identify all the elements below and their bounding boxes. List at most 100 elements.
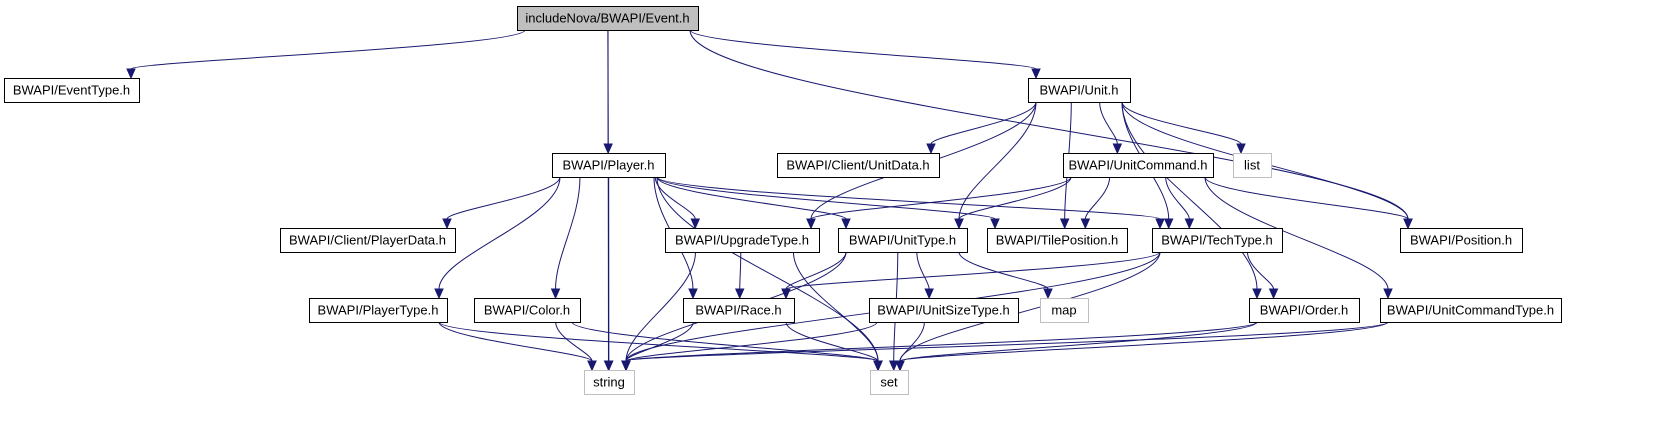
node-position[interactable]: BWAPI/Position.h	[1400, 228, 1523, 253]
node-box	[869, 298, 1019, 323]
node-set: set	[870, 370, 909, 395]
edge-line	[1121, 101, 1258, 290]
node-box	[517, 6, 699, 31]
edge-line	[1204, 176, 1409, 220]
edge-line	[1084, 176, 1111, 220]
arrowhead	[604, 360, 614, 372]
node-box	[309, 298, 448, 323]
edge-unit-to-unitcommand	[1099, 101, 1123, 155]
edge-line	[654, 176, 696, 220]
node-event[interactable]: includeNova/BWAPI/Event.h	[517, 6, 699, 31]
edge-unitcommand-to-tileposition	[1080, 176, 1111, 230]
node-label: BWAPI/TilePosition.h	[996, 233, 1119, 248]
edge-line	[625, 321, 1389, 362]
arrowhead	[1155, 218, 1165, 230]
node-label: BWAPI/TechType.h	[1161, 233, 1273, 248]
edge-line	[899, 321, 1389, 362]
node-box	[1400, 228, 1523, 253]
arrowhead	[1112, 143, 1123, 155]
edge-unittype-to-map	[958, 251, 1053, 300]
edge-line	[958, 176, 1072, 220]
arrowhead	[873, 360, 883, 372]
node-unit[interactable]: BWAPI/Unit.h	[1028, 78, 1131, 103]
node-label: BWAPI/PlayerType.h	[318, 303, 439, 318]
edge-line	[689, 29, 1037, 70]
edge-race-to-set	[785, 321, 883, 372]
edge-line	[438, 176, 561, 290]
node-box	[1380, 298, 1562, 323]
edge-unitcommand-to-upgradetype	[806, 176, 1072, 230]
node-unitcommand[interactable]: BWAPI/UnitCommand.h	[1063, 153, 1214, 178]
node-box	[584, 370, 635, 395]
node-playertype[interactable]: BWAPI/PlayerType.h	[309, 298, 448, 323]
edge-line	[446, 176, 561, 220]
arrowhead	[990, 218, 1000, 230]
edge-unittype-to-unitsizetype	[916, 251, 934, 300]
edge-line	[1204, 176, 1389, 290]
arrowhead	[434, 288, 444, 300]
arrowhead	[1163, 218, 1174, 230]
edge-player-to-string	[604, 176, 614, 372]
arrowhead	[1252, 288, 1262, 300]
edge-unitcommand-to-unitcommandtype	[1204, 176, 1393, 300]
node-player[interactable]: BWAPI/Player.h	[552, 153, 666, 178]
node-box	[777, 153, 940, 178]
node-unitsizetype[interactable]: BWAPI/UnitSizeType.h	[869, 298, 1019, 323]
arrowhead	[442, 218, 452, 230]
edge-line	[916, 251, 930, 290]
arrowhead	[781, 288, 791, 300]
node-upgradetype[interactable]: BWAPI/UpgradeType.h	[665, 228, 820, 253]
arrowhead	[734, 288, 745, 300]
edge-event-to-player	[603, 29, 613, 155]
edge-color-to-string	[555, 321, 597, 372]
arrowhead	[1403, 218, 1413, 230]
node-box	[838, 228, 968, 253]
edge-unitcommand-to-techtype	[1165, 176, 1195, 230]
edge-player-to-techtype	[656, 176, 1165, 230]
edge-player-to-upgradetype	[654, 176, 701, 230]
node-techtype[interactable]: BWAPI/TechType.h	[1152, 228, 1283, 253]
arrowhead	[587, 360, 597, 372]
node-box	[1028, 78, 1131, 103]
edge-line	[899, 321, 925, 362]
node-label: list	[1244, 158, 1260, 173]
arrowhead	[841, 218, 851, 230]
node-label: BWAPI/Client/PlayerData.h	[289, 233, 446, 248]
node-unitcommandtype[interactable]: BWAPI/UnitCommandType.h	[1380, 298, 1562, 323]
edge-player-to-clientplayerdata	[442, 176, 561, 230]
node-box	[683, 298, 795, 323]
node-tileposition[interactable]: BWAPI/TilePosition.h	[987, 228, 1128, 253]
edge-line	[689, 29, 1409, 220]
node-race[interactable]: BWAPI/Race.h	[683, 298, 795, 323]
node-color[interactable]: BWAPI/Color.h	[474, 298, 581, 323]
arrowhead	[895, 360, 905, 372]
node-label: BWAPI/Order.h	[1260, 303, 1348, 318]
edge-unittype-to-race	[781, 251, 847, 300]
node-label: BWAPI/UnitCommandType.h	[1387, 303, 1554, 318]
node-label: BWAPI/Race.h	[695, 303, 781, 318]
edge-line	[958, 101, 1037, 220]
arrowhead	[1031, 68, 1041, 80]
node-order[interactable]: BWAPI/Order.h	[1249, 298, 1360, 323]
edge-techtype-to-order	[1246, 251, 1279, 300]
arrowhead	[126, 68, 136, 80]
node-label: set	[880, 375, 898, 390]
edge-line	[739, 251, 742, 290]
edge-line	[625, 321, 878, 362]
edge-line	[810, 176, 1072, 220]
node-label: BWAPI/UnitCommand.h	[1069, 158, 1208, 173]
edge-line	[625, 321, 694, 362]
node-box	[1249, 298, 1360, 323]
arrowhead	[621, 360, 631, 372]
node-clientplayerdata[interactable]: BWAPI/Client/PlayerData.h	[280, 228, 456, 253]
node-eventtype[interactable]: BWAPI/EventType.h	[4, 78, 140, 103]
node-label: BWAPI/Player.h	[563, 158, 655, 173]
node-clientunitdata[interactable]: BWAPI/Client/UnitData.h	[777, 153, 940, 178]
arrowhead	[926, 143, 936, 155]
edge-unit-to-list	[1121, 101, 1246, 155]
edge-line	[555, 176, 581, 290]
node-box	[474, 298, 581, 323]
node-map: map	[1040, 298, 1089, 323]
node-unittype[interactable]: BWAPI/UnitType.h	[838, 228, 968, 253]
edge-upgradetype-to-race	[734, 251, 745, 300]
